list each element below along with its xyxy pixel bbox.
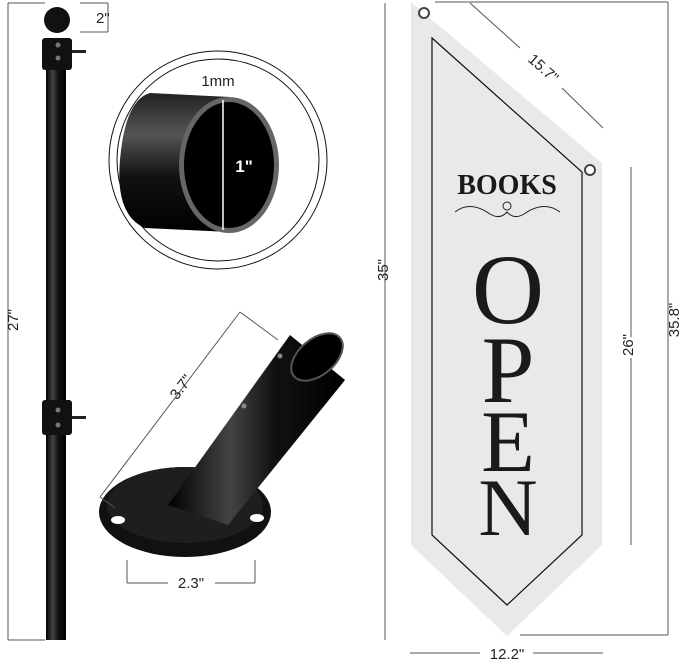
middle-clamp	[42, 400, 72, 435]
base-width-label: 2.3"	[178, 575, 204, 592]
ornament-divider	[454, 201, 561, 218]
pole-length-label: 27"	[5, 309, 22, 331]
flag-letter-e: E	[481, 394, 535, 491]
pole-ball-top	[44, 7, 70, 33]
pole-shaft	[46, 60, 66, 640]
flag-left-height-label: 35"	[375, 259, 392, 281]
flag-title: BOOKS	[457, 170, 557, 201]
flag-letter-p: P	[481, 317, 535, 423]
top-clamp	[42, 38, 72, 70]
flag-pole: 27" 2"	[5, 2, 110, 641]
tube-cross-section-detail: 1mm 1"	[108, 50, 328, 270]
flag-letter-o: O	[471, 234, 545, 345]
flag-letter-n: N	[478, 462, 538, 553]
flag-diagonal-label: 15.7"	[524, 51, 561, 87]
diameter-label: 1"	[235, 157, 253, 176]
flag-side-height-label: 26"	[620, 334, 637, 356]
flag-total-height-label: 35.8"	[666, 303, 679, 338]
flag-width-label: 12.2"	[490, 646, 525, 663]
wall-thickness-label: 1mm	[201, 73, 234, 90]
bracket-length-dimension-line	[99, 311, 241, 498]
mounting-bracket: 3.7" 2.3"	[99, 311, 345, 592]
ball-height-label: 2"	[96, 10, 110, 27]
